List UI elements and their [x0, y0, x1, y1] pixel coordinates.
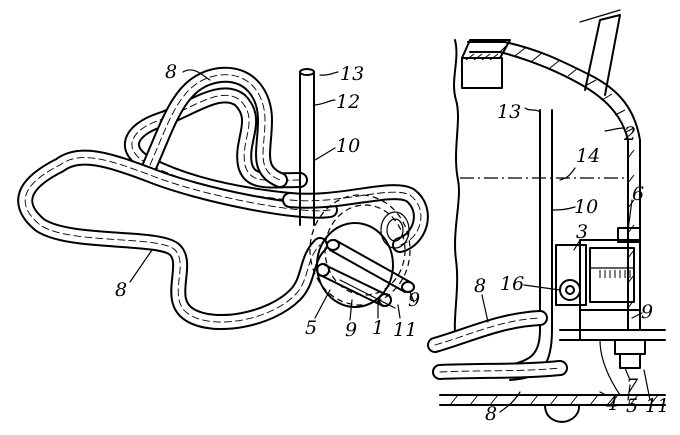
outlet-tubes [316, 239, 415, 309]
left-leaders [129, 69, 415, 321]
ref-pipe-lower: 10 [336, 135, 360, 157]
left-figure: 8 13 12 10 8 5 9 1 11 9 [17, 61, 429, 341]
ref-tube-a: 9 [345, 319, 357, 341]
ref-flange-a: 7 [626, 375, 639, 397]
ref-hose-bottom: 8 [115, 279, 127, 301]
ref-right-pipe-top: 13 [497, 101, 521, 123]
tank-wall [453, 9, 641, 341]
vertical-pipe [299, 68, 315, 226]
internal-pipe [509, 107, 553, 381]
check-valve [559, 279, 581, 301]
ref-unit: 3 [576, 221, 588, 243]
left-reference-numerals: 8 13 12 10 8 5 9 1 11 9 [115, 61, 420, 341]
ref-bottom-c: 11 [645, 395, 669, 417]
ref-bottom-b: 5 [626, 395, 638, 417]
ref-pipe-mid: 12 [336, 91, 360, 113]
ref-hose-top: 8 [165, 61, 177, 83]
ref-pipe-top: 13 [340, 63, 364, 85]
ref-right-hose: 8 [474, 275, 486, 297]
ref-housing: 1 [372, 317, 384, 339]
ref-tube-b: 9 [408, 289, 420, 311]
right-reference-numerals: 13 2 14 10 6 3 16 8 9 8 7 4 5 11 [474, 101, 669, 425]
ref-valve: 16 [500, 273, 524, 295]
ref-right-hose-bottom: 8 [485, 403, 497, 425]
ref-bottom-a: 4 [605, 393, 618, 415]
ref-level: 14 [576, 145, 600, 167]
ref-line: 9 [641, 301, 653, 323]
flange-housing [309, 194, 411, 308]
right-hose-upper [427, 310, 548, 353]
ref-pump: 6 [632, 183, 644, 205]
hose-loop-lower [17, 149, 429, 330]
ref-tube-c: 11 [393, 319, 417, 341]
right-hose-lower [432, 360, 568, 380]
pump-assembly [555, 227, 641, 341]
ref-right-pipe-mid: 10 [574, 196, 598, 218]
bottom-fittings [599, 339, 646, 396]
ref-flange: 5 [305, 317, 317, 339]
tank-bottom [439, 329, 666, 423]
right-leaders [481, 127, 651, 413]
right-figure: 13 2 14 10 6 3 16 8 9 8 7 4 5 11 [427, 9, 669, 425]
ref-tank-wall: 2 [623, 123, 636, 145]
